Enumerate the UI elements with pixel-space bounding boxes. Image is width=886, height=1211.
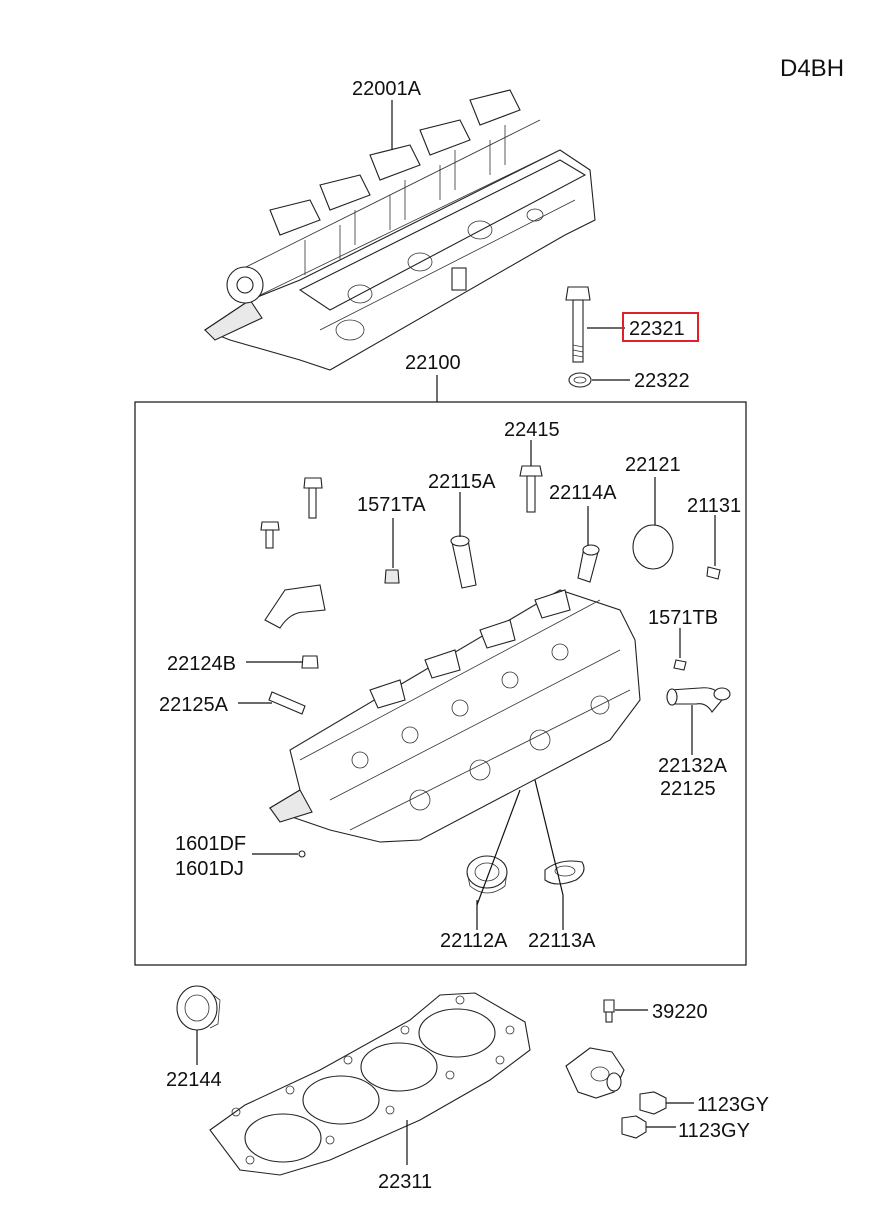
label-22311[interactable]: 22311: [378, 1171, 432, 1193]
small-bolt-drawing: [260, 477, 323, 549]
sensor-39220-drawing: [603, 999, 615, 1023]
label-22112A[interactable]: 22112A: [440, 930, 508, 952]
label-22321[interactable]: 22321: [629, 318, 685, 340]
bolt-1123GY-drawing: [621, 1091, 667, 1139]
label-22001A[interactable]: 22001A: [352, 78, 422, 100]
head-bolt-22321-drawing: [565, 286, 591, 363]
label-1123GY-upper[interactable]: 1123GY: [697, 1094, 769, 1116]
label-22100[interactable]: 22100: [405, 352, 461, 374]
sub-assembly-frame: [134, 401, 747, 966]
stud-22125A-drawing: [268, 691, 306, 715]
plug-cap-22121-drawing: [632, 524, 674, 570]
washer-22322-drawing: [568, 372, 592, 388]
label-22115A[interactable]: 22115A: [428, 471, 496, 493]
water-outlet-fitting-drawing: [565, 1047, 625, 1099]
label-22113A[interactable]: 22113A: [528, 930, 596, 952]
label-22125[interactable]: 22125: [660, 778, 716, 800]
label-22125A[interactable]: 22125A: [159, 694, 229, 716]
engine-code: D4BH: [780, 55, 844, 82]
label-1571TB[interactable]: 1571TB: [648, 607, 718, 629]
head-gasket-22311-drawing: [209, 992, 531, 1176]
highlight-box-22321: [622, 312, 699, 342]
label-22132A[interactable]: 22132A: [658, 755, 728, 777]
part-21131-drawing: [706, 566, 721, 580]
label-1601DF[interactable]: 1601DF: [175, 833, 246, 855]
label-1571TA[interactable]: 1571TA: [357, 494, 426, 516]
elbow-fitting-22132A-drawing: [666, 687, 731, 713]
label-22121[interactable]: 22121: [625, 454, 681, 476]
label-22114A[interactable]: 22114A: [549, 482, 617, 504]
seal-22112A-drawing: [466, 855, 508, 894]
label-22144[interactable]: 22144: [166, 1069, 222, 1091]
oil-seal-22144-drawing: [176, 985, 221, 1031]
bare-cylinder-head-drawing: [268, 589, 641, 843]
valve-guide-22115A-drawing: [451, 539, 477, 589]
seal-22113A-drawing: [544, 860, 585, 885]
plug-1571TB-drawing: [673, 659, 687, 671]
label-22322[interactable]: 22322: [634, 370, 690, 392]
bolt-22415-drawing: [519, 465, 543, 513]
label-21131[interactable]: 21131: [687, 495, 741, 517]
cylinder-head-assembly-drawing: [203, 89, 596, 371]
plug-1571TA-drawing: [384, 569, 400, 584]
label-39220[interactable]: 39220: [652, 1001, 708, 1023]
label-1601DJ[interactable]: 1601DJ: [175, 858, 244, 880]
label-1123GY-lower[interactable]: 1123GY: [678, 1120, 750, 1142]
bearing-cap-drawing: [264, 584, 326, 629]
label-22415[interactable]: 22415: [504, 419, 560, 441]
pin-1601-drawing: [298, 850, 306, 858]
label-22124B[interactable]: 22124B: [167, 653, 236, 675]
